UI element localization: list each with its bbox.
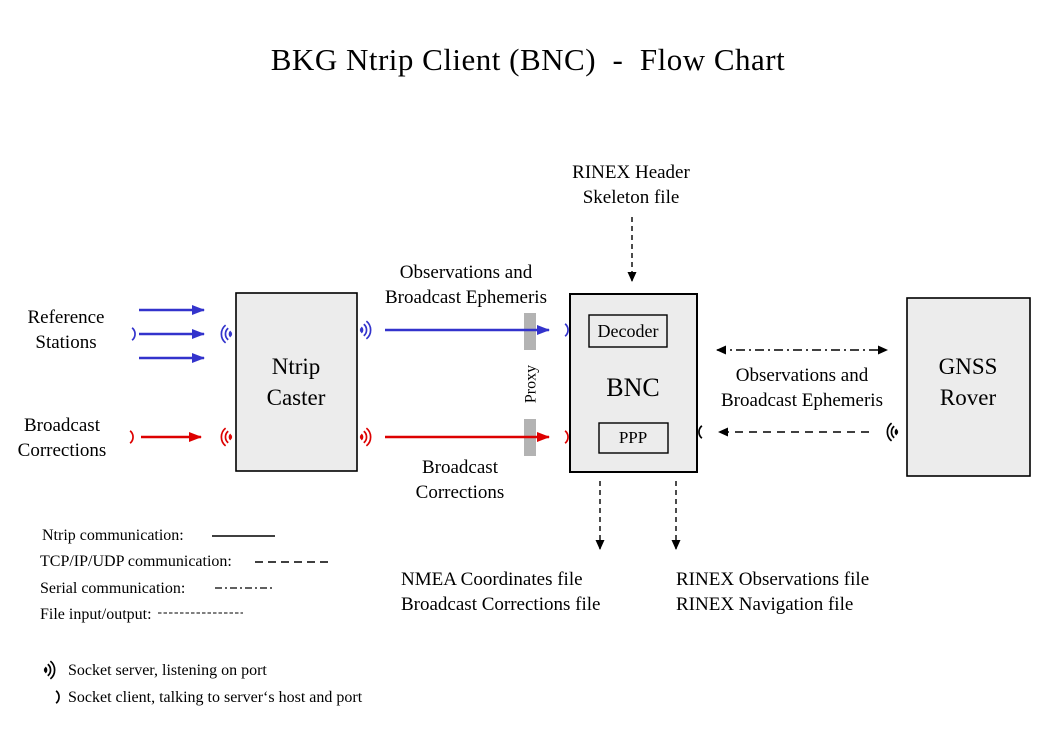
legend-tcp-label: TCP/IP/UDP communication: <box>40 553 232 570</box>
reference-stations-label: Reference Stations <box>27 307 105 353</box>
legend-file-label: File input/output: <box>40 606 152 623</box>
legend-ntrip-label: Ntrip communication: <box>42 527 184 544</box>
bnc-label: BNC <box>606 373 660 402</box>
obs-ephemeris-right-label: Observations and Broadcast Ephemeris <box>721 365 883 411</box>
broadcast-corrections-mid-label: Broadcast Corrections <box>415 457 505 503</box>
socket-server-icon-rover <box>886 422 899 442</box>
page-title: BKG Ntrip Client (BNC) - Flow Chart <box>270 42 786 77</box>
socket-server-icon-caster-left-red <box>220 427 233 447</box>
decoder-box <box>588 314 668 348</box>
legend-socket-server-label: Socket server, listening on port <box>68 662 267 679</box>
obs-ephemeris-top-label: Observations and Broadcast Ephemeris <box>385 262 547 308</box>
socket-server-icon-caster-left-blue <box>220 324 233 344</box>
socket-server-icon-caster-right-blue <box>359 320 372 340</box>
rinex-files-label: RINEX Observations file RINEX Navigation… <box>676 569 870 615</box>
ppp-label: PPP <box>618 428 648 447</box>
ntrip-caster-label: Ntrip Caster <box>266 354 326 410</box>
socket-client-icon-bnc-blue <box>564 323 569 337</box>
ppp-box <box>598 422 669 454</box>
nmea-files-label: NMEA Coordinates file Broadcast Correcti… <box>401 569 601 615</box>
legend-serial-label: Serial communication: <box>40 580 186 597</box>
socket-client-icon-bnc-red <box>564 430 569 444</box>
socket-client-icon-refstations <box>131 327 136 341</box>
ntrip-caster-box <box>235 292 358 472</box>
socket-server-legend-icon <box>43 660 56 680</box>
socket-server-icon-caster-right-red <box>359 427 372 447</box>
socket-client-legend-icon <box>55 690 60 704</box>
decoder-label: Decoder <box>597 321 659 341</box>
socket-client-icon-corrections <box>129 430 134 444</box>
gnss-rover-label: GNSS Rover <box>938 354 998 410</box>
legend-socket-client-label: Socket client, talking to server‘s host … <box>68 689 363 706</box>
proxy-bar-top <box>524 313 536 350</box>
rinex-header-skeleton-label: RINEX Header Skeleton file <box>572 162 690 208</box>
socket-client-icon-bnc-right <box>698 425 703 439</box>
gnss-rover-box <box>906 297 1031 477</box>
proxy-label: Proxy <box>522 364 540 404</box>
broadcast-corrections-left-label: Broadcast Corrections <box>17 415 107 461</box>
